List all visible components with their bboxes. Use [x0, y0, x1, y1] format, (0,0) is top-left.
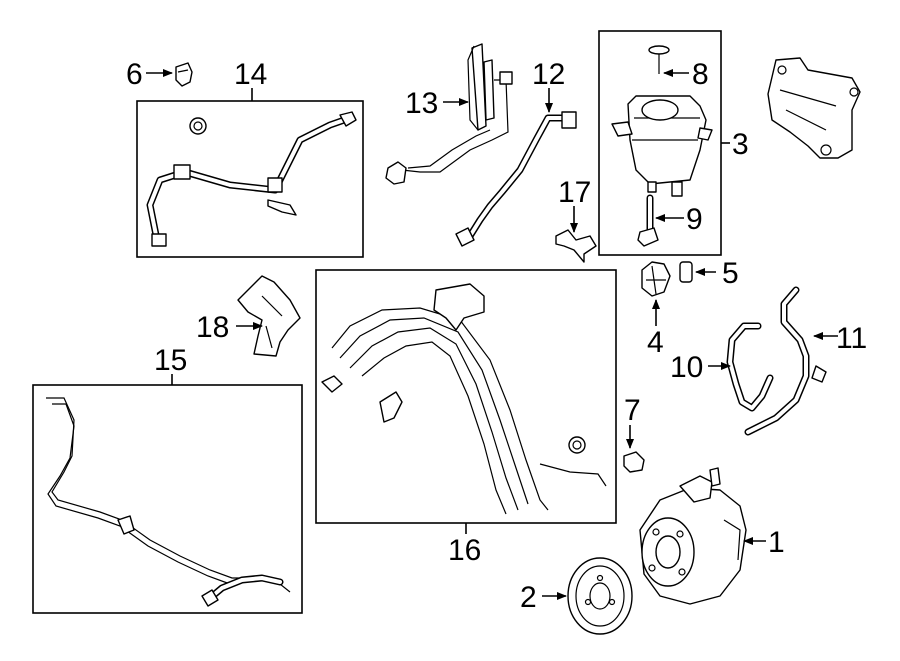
- bracket-17: [555, 229, 597, 263]
- reservoir-bracket: [767, 57, 861, 159]
- callout-5: 5: [722, 257, 739, 290]
- callout-4: 4: [647, 326, 664, 359]
- callout-8: 8: [692, 58, 709, 91]
- callout-18: 18: [196, 311, 229, 344]
- cap-8: [648, 45, 670, 74]
- box-14: [136, 100, 364, 258]
- callout-13: 13: [405, 87, 438, 120]
- callout-10: 10: [670, 351, 703, 384]
- callout-11: 11: [836, 322, 867, 355]
- callout-2: 2: [520, 581, 537, 614]
- hose-10: [726, 322, 774, 412]
- reservoir-3: [611, 95, 713, 197]
- callout-7: 7: [624, 394, 641, 427]
- fitting-7: [623, 451, 645, 473]
- filter-4: [641, 261, 671, 297]
- callout-6: 6: [126, 58, 143, 91]
- return-hose-12: [455, 111, 577, 247]
- callout-15: 15: [154, 344, 187, 377]
- hose-assembly-16: [321, 283, 607, 515]
- callout-12: 12: [532, 58, 565, 91]
- pump-1: [639, 467, 747, 605]
- box-15: [32, 384, 303, 614]
- callout-16: 16: [448, 534, 481, 567]
- pulley-2: [567, 557, 633, 635]
- fitting-6: [175, 62, 193, 87]
- hose-11: [744, 286, 827, 436]
- hose-assembly-14: [146, 111, 357, 247]
- cooler-line-13: [385, 43, 513, 185]
- callout-9: 9: [686, 203, 703, 236]
- heat-shield-18: [237, 275, 301, 357]
- clamp-5: [679, 261, 693, 283]
- callout-1: 1: [768, 526, 785, 559]
- callout-14: 14: [234, 58, 267, 91]
- leader-lines: [146, 69, 838, 600]
- pressure-line-15: [46, 397, 291, 607]
- hose-9: [637, 194, 659, 247]
- callout-3: 3: [732, 128, 749, 161]
- callout-17: 17: [558, 176, 591, 209]
